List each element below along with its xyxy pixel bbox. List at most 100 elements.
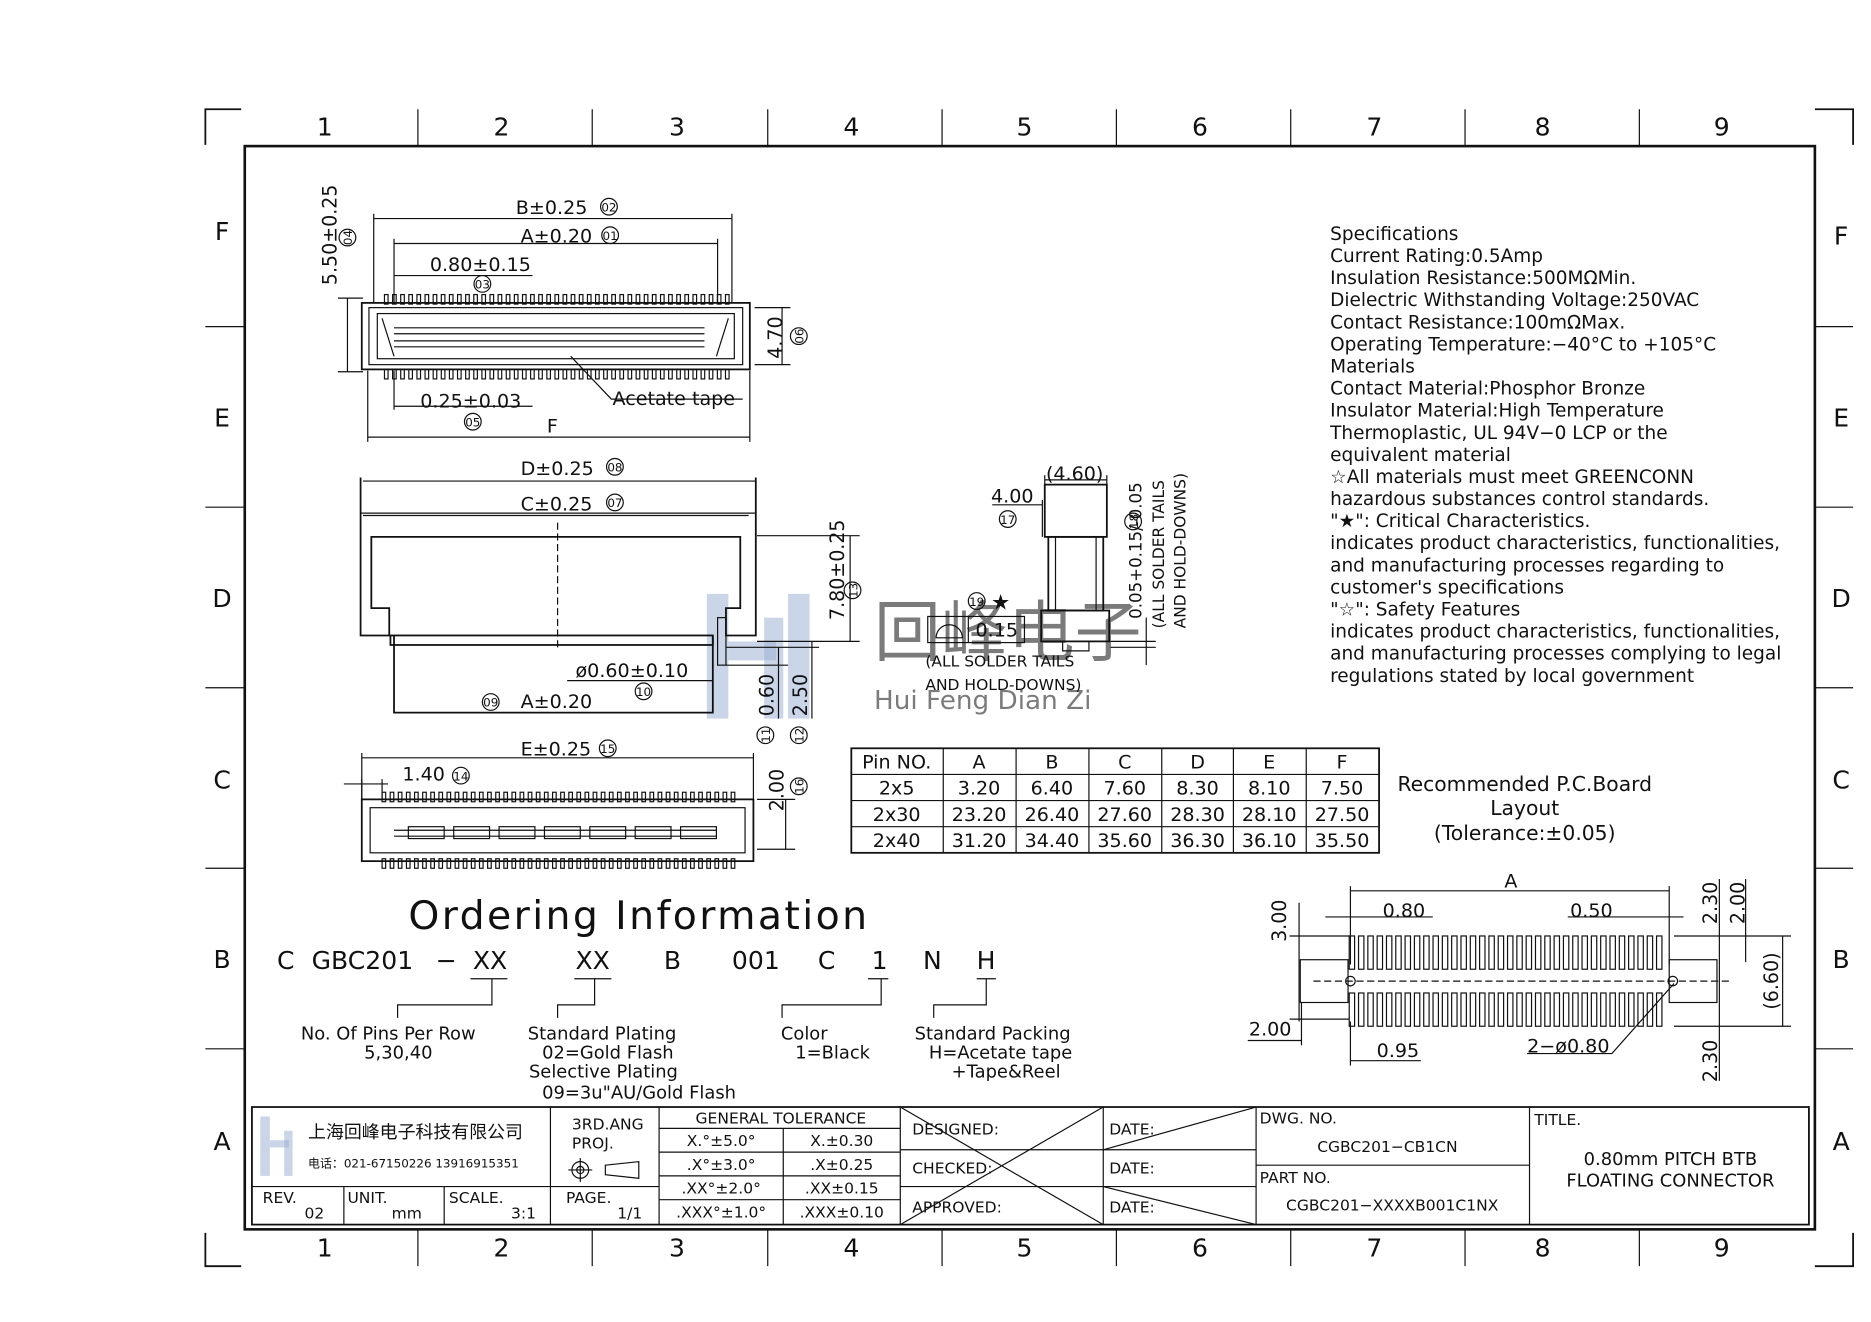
bottom-view-pin <box>560 858 565 869</box>
watermark-cn: 回峰电子 <box>874 594 1141 672</box>
pcb-pad <box>1413 935 1421 970</box>
bottom-view-pin <box>543 791 549 803</box>
pcb-pad <box>1572 935 1579 970</box>
top-pin <box>440 293 446 305</box>
top-pin <box>497 293 503 305</box>
code-part: C <box>818 946 836 975</box>
table-header-cell: E <box>1263 752 1275 774</box>
dim-140-ref: 14 <box>453 769 468 783</box>
top-pin <box>538 293 543 305</box>
top-pin <box>554 293 560 305</box>
dim-peg: ø0.60±0.10 <box>576 660 689 682</box>
dim-tail-ref: 05 <box>465 415 480 429</box>
spec-line: hazardous substances control standards. <box>1330 489 1709 510</box>
bottom-view-pin <box>454 791 460 803</box>
table-cell: 8.30 <box>1176 778 1219 800</box>
top-pin <box>383 293 389 305</box>
bottom-pin <box>692 368 698 380</box>
top-pin <box>489 293 495 305</box>
pcb-pad <box>1534 935 1542 970</box>
bottom-view-pin <box>438 791 444 803</box>
column-labels-top: 1 2 3 4 5 6 7 8 9 <box>317 112 1730 141</box>
tolerance-angle: .XX°±2.0° <box>681 1180 760 1198</box>
bottom-view-pin <box>657 791 663 803</box>
dim-f: F <box>547 415 558 437</box>
code-part: B <box>664 946 681 975</box>
pcb-pad <box>1516 935 1523 970</box>
row-label: C <box>1832 766 1850 795</box>
pcb-pad <box>1600 935 1607 970</box>
bottom-view-pin <box>478 858 484 869</box>
top-pin <box>521 293 527 305</box>
ref-19: 19 <box>969 595 984 609</box>
bottom-view-pin <box>438 858 444 869</box>
pcb-pad <box>1423 992 1430 1027</box>
column-label: 3 <box>669 1234 685 1263</box>
pcb-pad <box>1441 935 1449 970</box>
pcb-pad <box>1451 992 1458 1027</box>
bottom-view-pin <box>487 791 492 803</box>
dim-005-ref: 18 <box>1127 514 1141 529</box>
bottom-pin <box>546 368 552 380</box>
bottom-view-pin <box>495 858 500 869</box>
dim-peg-ref: 10 <box>636 685 651 699</box>
bottom-pin <box>505 368 511 380</box>
column-label: 2 <box>494 1234 510 1263</box>
bottom-pin <box>684 368 690 380</box>
bottom-view: E±0.25 15 1.40 14 2.00 16 <box>343 738 808 869</box>
table-cell: 23.20 <box>952 804 1007 826</box>
bottom-pin <box>578 368 584 380</box>
bottom-pin <box>400 368 405 380</box>
spec-line: Thermoplastic, UL 94V−0 LCP or the <box>1329 423 1667 444</box>
column-label: 9 <box>1714 1234 1730 1263</box>
table-cell: 2x5 <box>879 778 915 800</box>
dim-height-ref: 04 <box>341 230 355 245</box>
bottom-view-pin <box>673 858 679 869</box>
bottom-pin <box>708 368 714 380</box>
top-pin <box>416 293 422 305</box>
pcb-pad <box>1460 935 1467 970</box>
top-pin <box>456 293 462 305</box>
table-cell: 8.10 <box>1248 778 1291 800</box>
code-part: XX <box>576 946 610 975</box>
bottom-view-pin <box>608 858 614 869</box>
row-label: B <box>213 945 230 974</box>
pcb-pad <box>1441 992 1449 1027</box>
row-label: A <box>1833 1127 1850 1156</box>
pins-values: 5,30,40 <box>364 1042 432 1063</box>
row-label: F <box>215 217 229 246</box>
spec-line: "★": Critical Characteristics. <box>1330 511 1590 532</box>
pcb-dim-300: 3.00 <box>1269 900 1291 942</box>
pcb-pad <box>1600 992 1607 1027</box>
bottom-view-pin <box>446 858 452 869</box>
projection-2: PROJ. <box>572 1135 614 1153</box>
bottom-pin <box>643 368 649 380</box>
top-pin <box>700 293 706 305</box>
bottom-view-pin <box>478 791 484 803</box>
title-label: TITLE. <box>1533 1111 1581 1129</box>
dim-c: C±0.25 <box>521 494 593 516</box>
bottom-view-pin <box>657 858 663 869</box>
plating-3: Selective Plating <box>529 1061 678 1082</box>
pcb-pad <box>1367 935 1374 970</box>
code-part: N <box>923 946 942 975</box>
column-label: 7 <box>1366 1234 1382 1263</box>
bottom-view-pin <box>568 791 574 803</box>
bottom-view-pin <box>511 858 517 869</box>
pcb-dim-230-bottom: 2.30 <box>1700 1040 1722 1082</box>
pcb-pad <box>1469 992 1477 1027</box>
pcb-pad <box>1655 935 1663 970</box>
bottom-view-pin <box>722 791 728 803</box>
pcb-dim-660: (6.60) <box>1761 952 1783 1009</box>
bottom-view-pin <box>446 791 452 803</box>
top-pin <box>424 293 430 305</box>
dim-tail: 0.25±0.03 <box>420 390 521 412</box>
bottom-view-pin <box>470 858 476 869</box>
dim-e-ref: 15 <box>600 742 615 756</box>
bottom-pin <box>651 368 657 380</box>
pcb-pad <box>1562 992 1570 1027</box>
dim-250: 2.50 <box>790 674 812 716</box>
spec-line: Insulator Material:High Temperature <box>1330 401 1664 422</box>
